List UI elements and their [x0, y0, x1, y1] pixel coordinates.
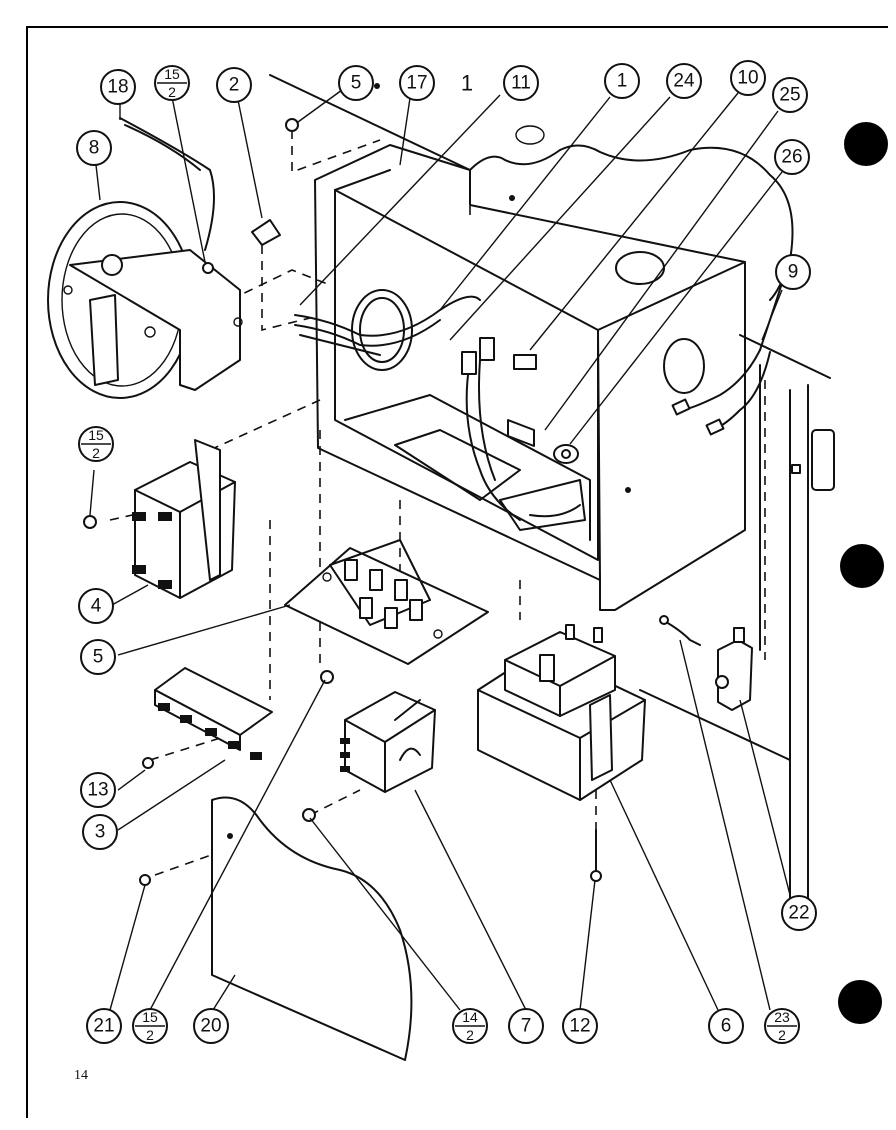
svg-text:2: 2 — [168, 84, 176, 100]
callout-15-2-bottom: 15 2 — [132, 1008, 168, 1044]
svg-text:15: 15 — [142, 1009, 158, 1025]
svg-text:5: 5 — [351, 73, 362, 94]
svg-text:20: 20 — [200, 1016, 221, 1037]
screw-5-top — [285, 118, 299, 132]
binder-hole-top — [844, 122, 888, 166]
callout-20: 20 — [193, 1008, 229, 1044]
diagram-border — [26, 26, 888, 1118]
circuit-board-5 — [284, 539, 489, 665]
svg-text:2: 2 — [146, 1027, 154, 1043]
binder-hole-middle — [840, 544, 884, 588]
callout-24: 24 — [666, 63, 702, 99]
switch-22 — [659, 615, 753, 711]
svg-text:26: 26 — [781, 147, 802, 168]
svg-text:8: 8 — [89, 138, 100, 159]
svg-text:3: 3 — [95, 822, 106, 843]
terminal-strip-3 — [142, 667, 273, 769]
callout-5-top: 5 — [338, 65, 374, 101]
callout-21: 21 — [86, 1008, 122, 1044]
callout-7: 7 — [508, 1008, 544, 1044]
svg-text:1: 1 — [617, 71, 628, 92]
callout-25: 25 — [772, 77, 808, 113]
view-number-label: 1 — [461, 71, 473, 96]
callout-6: 6 — [708, 1008, 744, 1044]
transformer-6 — [477, 624, 646, 882]
callout-4: 4 — [78, 588, 114, 624]
callout-2: 2 — [216, 67, 252, 103]
cover-panel-20 — [139, 796, 413, 1061]
callout-22: 22 — [781, 895, 817, 931]
svg-text:4: 4 — [91, 596, 102, 617]
pressure-switch-8 — [47, 117, 243, 399]
svg-text:23: 23 — [774, 1009, 790, 1025]
callout-12: 12 — [562, 1008, 598, 1044]
callout-23-2: 23 2 — [764, 1008, 800, 1044]
svg-text:7: 7 — [521, 1016, 532, 1037]
callout-18: 18 — [100, 69, 136, 105]
callout-11: 11 — [503, 65, 539, 101]
svg-text:11: 11 — [511, 73, 531, 94]
svg-text:9: 9 — [788, 262, 799, 283]
svg-text:2: 2 — [92, 445, 100, 461]
callout-9: 9 — [775, 254, 811, 290]
callout-5-board: 5 — [80, 639, 116, 675]
callout-3: 3 — [82, 814, 118, 850]
callout-15-2-top: 15 2 — [154, 65, 190, 101]
svg-text:12: 12 — [569, 1016, 590, 1037]
callout-1: 1 — [604, 63, 640, 99]
svg-text:15: 15 — [88, 427, 104, 443]
callout-10: 10 — [730, 60, 766, 96]
svg-text:2: 2 — [229, 75, 240, 96]
relay-4 — [83, 439, 236, 599]
svg-text:17: 17 — [406, 73, 427, 94]
wire-nut-2 — [251, 219, 281, 246]
callout-14-2: 14 2 — [452, 1008, 488, 1044]
svg-text:6: 6 — [721, 1016, 732, 1037]
callout-8: 8 — [76, 130, 112, 166]
svg-text:15: 15 — [164, 66, 180, 82]
svg-text:25: 25 — [779, 85, 800, 106]
svg-text:21: 21 — [93, 1016, 114, 1037]
svg-text:5: 5 — [93, 647, 104, 668]
svg-text:13: 13 — [87, 780, 108, 801]
assembly-lines — [109, 130, 766, 876]
leader-lines — [89, 89, 791, 1011]
callout-17: 17 — [399, 65, 435, 101]
binder-hole-bottom — [838, 980, 882, 1024]
dot-marker — [374, 83, 380, 89]
svg-text:22: 22 — [788, 903, 809, 924]
svg-text:14: 14 — [462, 1009, 478, 1025]
contactor-7 — [302, 670, 436, 822]
svg-text:24: 24 — [673, 71, 695, 92]
control-box-housing — [269, 74, 835, 906]
callout-13: 13 — [80, 772, 116, 808]
page-number: 14 — [74, 1068, 88, 1083]
svg-text:2: 2 — [466, 1027, 474, 1043]
callout-26: 26 — [774, 139, 810, 175]
svg-text:2: 2 — [778, 1027, 786, 1043]
svg-text:10: 10 — [737, 68, 758, 89]
callout-15-2-left: 15 2 — [78, 426, 114, 462]
svg-text:18: 18 — [107, 77, 128, 98]
